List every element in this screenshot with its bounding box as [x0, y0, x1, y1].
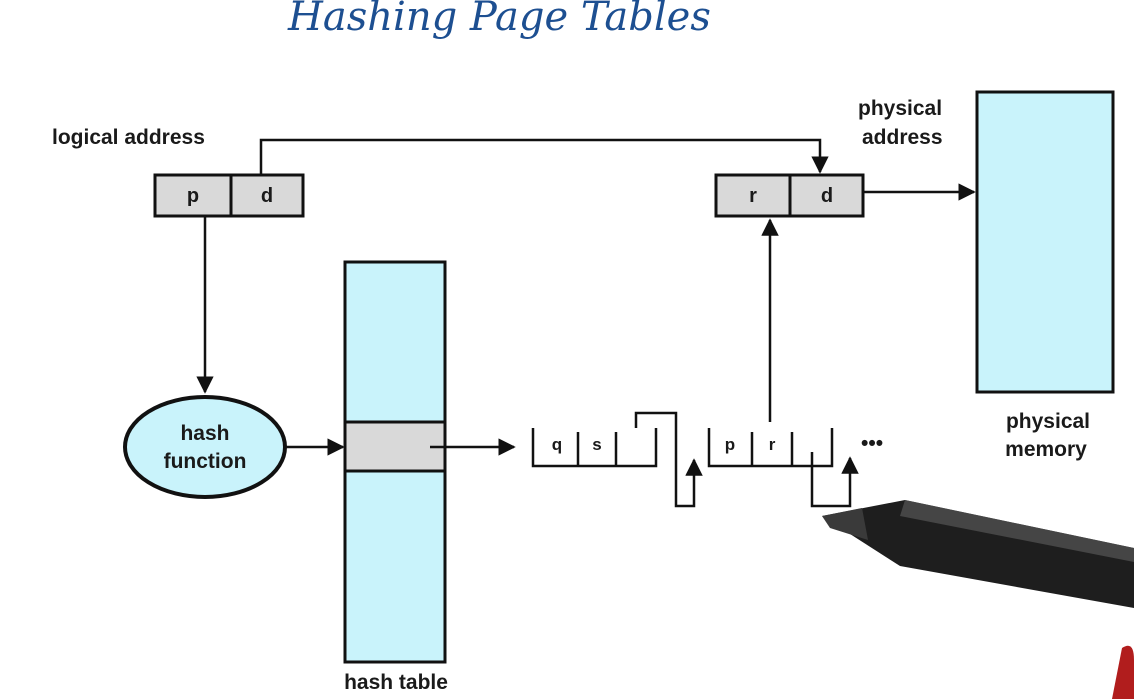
physical-address-label-line2: address	[862, 126, 943, 149]
logical-d-cell	[229, 173, 305, 218]
physical-d-label: d	[821, 185, 833, 207]
chain-node-1-q: q	[552, 435, 562, 454]
physical-memory-label-line1: physical	[1006, 410, 1090, 433]
chain-node-1-s: s	[592, 435, 601, 454]
chain-ellipsis: •••	[861, 432, 883, 455]
physical-r-cell	[714, 173, 792, 218]
hash-function-label-line1: hash	[180, 422, 229, 445]
logical-d-label: d	[261, 185, 273, 207]
physical-memory-block	[975, 90, 1115, 394]
chain-link-2	[810, 452, 859, 508]
chain-node-1-frame	[531, 428, 658, 468]
logical-address-register: p d	[153, 173, 305, 218]
chain-node-2-frame	[707, 428, 834, 468]
chain-node-1: q s	[531, 428, 658, 468]
offset-copy-arrow	[259, 138, 829, 175]
hash-function-node	[123, 395, 287, 499]
diagram-title: Hashing Page Tables	[287, 0, 711, 40]
hash-function-label-line2: function	[164, 450, 247, 473]
hash-table-label: hash table	[344, 671, 448, 694]
logical-p-cell	[153, 173, 233, 218]
physical-address-label-line1: physical	[858, 97, 942, 120]
hash-table-entry	[343, 420, 447, 473]
chain-node-2: p r	[707, 428, 834, 468]
chain-link-1	[634, 411, 703, 508]
chain-node-2-p: p	[725, 435, 735, 454]
logical-address-label: logical address	[52, 126, 205, 149]
logical-p-label: p	[187, 185, 199, 207]
stylus-pen	[822, 500, 1134, 699]
physical-r-label: r	[749, 185, 757, 207]
physical-d-cell	[788, 173, 865, 218]
physical-address-register: r d	[714, 173, 865, 218]
physical-memory-label-line2: memory	[1005, 438, 1087, 461]
chain-node-2-r: r	[769, 435, 776, 454]
